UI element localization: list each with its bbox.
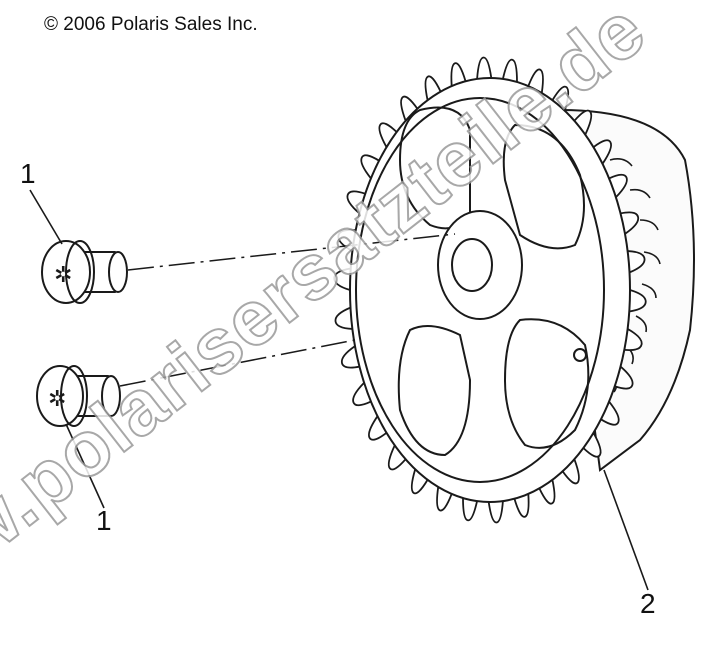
gear-tooth: [424, 75, 442, 101]
gear-hub-inner: [451, 238, 493, 292]
screw-lower: ✲: [36, 365, 121, 427]
gear-assembly: [333, 56, 695, 524]
gear-hub-outer: [437, 210, 523, 320]
exploded-parts-diagram: ✲ ✲: [29, 56, 695, 591]
gear-tooth: [378, 122, 398, 148]
screw-lower-shank-end: [101, 375, 121, 417]
callout-part-2: 2: [640, 588, 656, 619]
gear-tooth: [513, 493, 530, 518]
gear-tooth: [551, 85, 570, 112]
leader-line-1-lower: [65, 423, 105, 509]
gear-tooth: [629, 289, 647, 313]
gear-tooth: [600, 401, 620, 426]
gear-tooth: [627, 250, 646, 274]
gear-tooth: [450, 62, 467, 87]
gear-tooth: [462, 498, 478, 522]
gear-tooth: [502, 58, 518, 82]
copyright-text: © 2006 Polaris Sales Inc.: [44, 14, 258, 35]
gear-tooth: [334, 306, 353, 330]
gear-face-inner: [355, 97, 605, 483]
gear-tooth: [538, 479, 556, 505]
alignment-line-lower: [119, 339, 356, 387]
screw-upper: ✲: [41, 240, 128, 304]
leader-line-1-upper: [29, 189, 63, 245]
gear-tooth: [476, 56, 493, 79]
gear-small-hole: [573, 348, 587, 362]
gear-cutout-upper-left: [398, 106, 471, 230]
gear-cutout-upper-right: [502, 123, 585, 250]
callout-part-1-upper: 1: [20, 158, 36, 189]
gear-tooth: [352, 382, 372, 407]
gear-tooth: [387, 444, 407, 471]
gear-cutout-lower-right: [503, 318, 590, 449]
leader-line-2: [603, 469, 649, 591]
gear-tooth: [624, 328, 643, 352]
gear-teeth: [333, 56, 647, 524]
gear-tooth: [582, 432, 602, 458]
gear-tooth: [360, 154, 380, 179]
gear-tooth: [592, 139, 612, 165]
torx-icon: ✲: [54, 262, 72, 287]
gear-tooth: [368, 415, 388, 441]
gear-tooth: [410, 468, 429, 495]
gear-tooth: [608, 173, 628, 198]
gear-cutout-lower-left: [397, 325, 472, 457]
gear-tooth: [487, 501, 504, 524]
callout-part-1-lower: 1: [96, 505, 112, 536]
gear-tooth: [400, 95, 419, 122]
gear-tooth: [561, 458, 580, 485]
gear-tooth: [573, 109, 593, 136]
torx-icon: ✲: [48, 386, 66, 411]
alignment-line-upper: [127, 233, 456, 271]
screw-upper-shank-end: [108, 251, 128, 293]
gear-tooth: [333, 267, 351, 291]
